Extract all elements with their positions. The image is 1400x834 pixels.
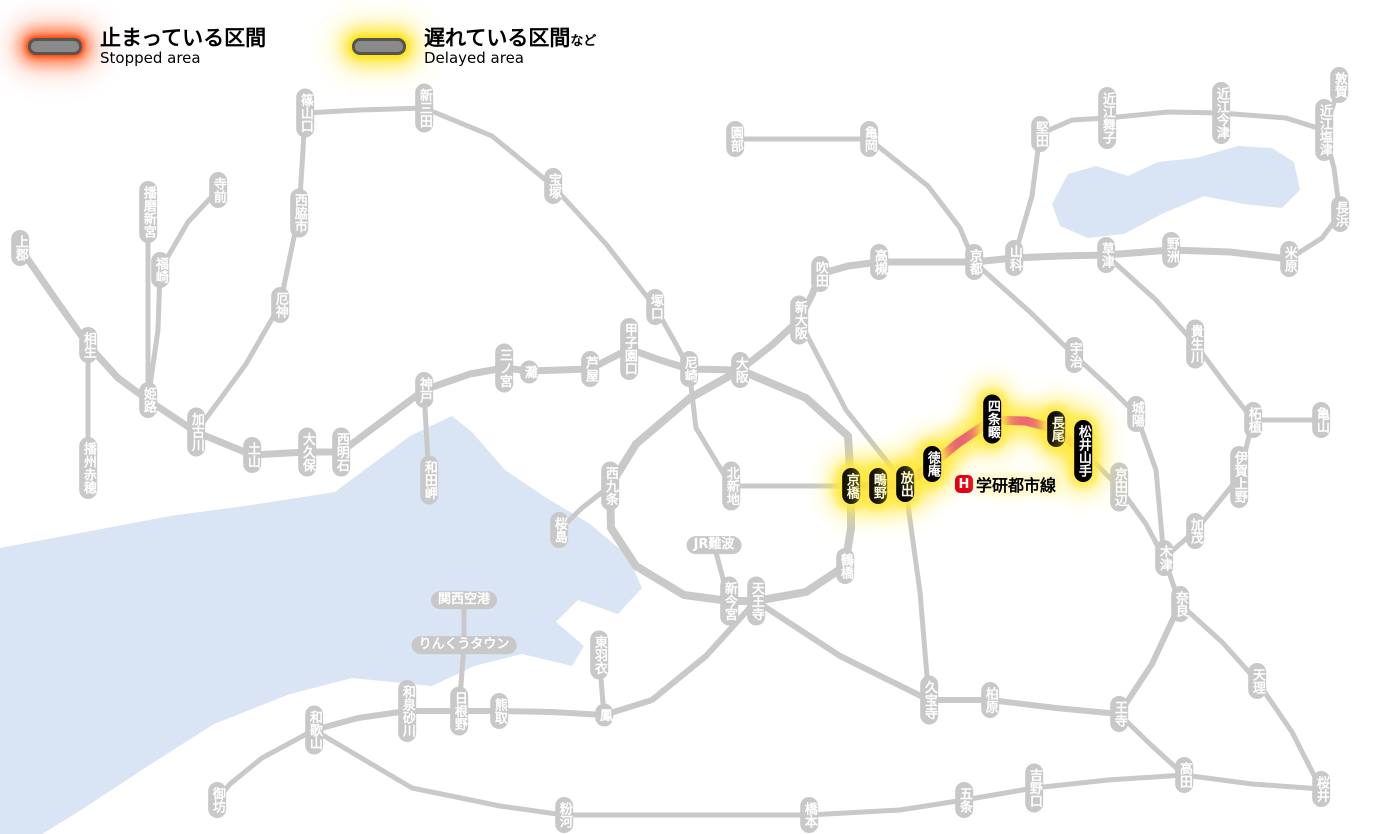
legend-delayed-sublabel: Delayed area [424, 49, 524, 68]
rail-line [1116, 711, 1187, 778]
rail-line [1103, 252, 1256, 423]
rail-line [606, 366, 855, 605]
rail-line [193, 110, 308, 435]
rail-line [302, 105, 692, 372]
delayed-area-swatch-icon [352, 37, 406, 55]
rail-line [732, 136, 977, 265]
legend-stopped-sublabel: Stopped area [100, 49, 201, 68]
rail-line [311, 727, 1187, 818]
legend-stopped-label: 止まっている区間 [100, 26, 267, 50]
legend-delayed-label-suffix: など [570, 34, 597, 49]
rail-line [736, 246, 1293, 374]
line-letter-icon: H [955, 475, 973, 493]
rail-line [971, 259, 1167, 561]
legend-delayed-label-main: 遅れている区間 [424, 26, 571, 50]
rail-line [1177, 601, 1324, 792]
water-body [0, 416, 642, 834]
highlighted-rail-line [846, 415, 1088, 491]
legend-delayed: 遅れている区間など Delayed area [352, 26, 596, 67]
rail-line [1080, 448, 1167, 561]
stopped-area-swatch-icon [28, 37, 82, 55]
rail-line [711, 542, 732, 604]
rail-line [1286, 82, 1343, 262]
rail-line [1161, 555, 1183, 607]
legend-delayed-label: 遅れている区間など [424, 26, 596, 50]
rail-line [1181, 772, 1324, 792]
rail-line [902, 481, 932, 703]
rail-line [214, 727, 317, 803]
rail-line [796, 317, 908, 487]
rail-line [145, 187, 221, 403]
water-body [1052, 146, 1300, 238]
line-badge-label: 学研都市線 [976, 476, 1057, 495]
rail-line [596, 652, 607, 718]
line-badge-gakkentoshi: H 学研都市線 [955, 472, 1056, 496]
legend-stopped: 止まっている区間 Stopped area [28, 26, 266, 67]
rail-line [311, 598, 759, 733]
rail-line [1161, 417, 1256, 561]
rail-line [753, 598, 1183, 717]
